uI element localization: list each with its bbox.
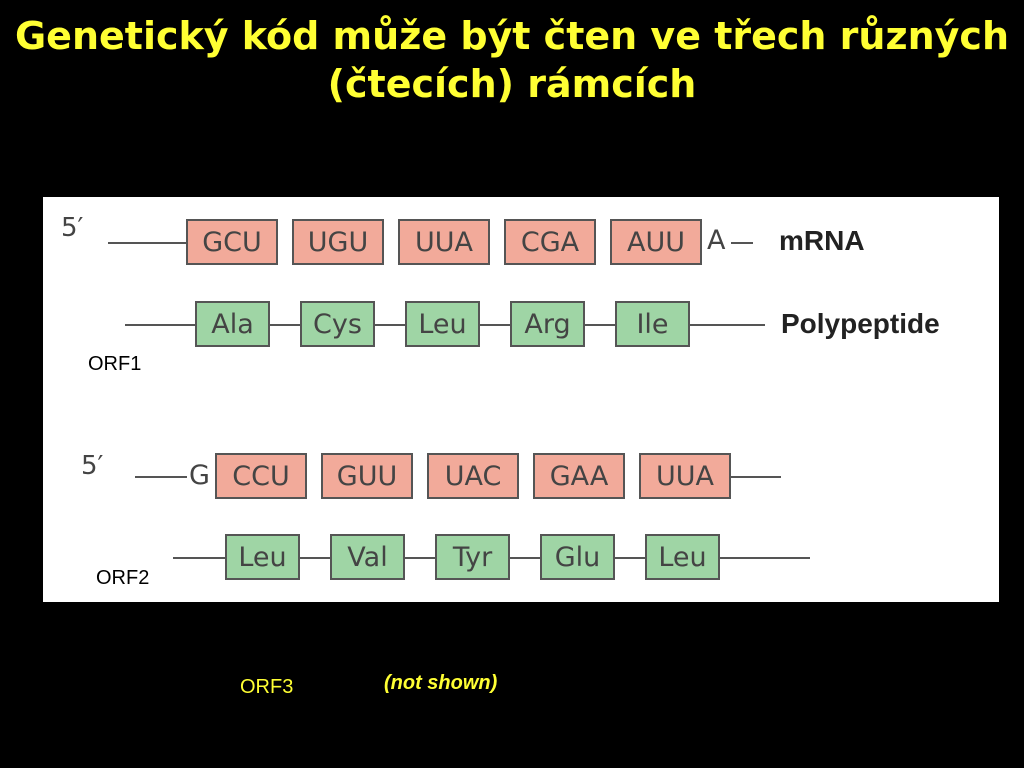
orf1-label: ORF1 — [88, 353, 142, 375]
codon-box: UGU — [292, 219, 384, 265]
mrna-tail-line — [731, 476, 781, 478]
not-shown-note: (not shown) — [384, 672, 498, 694]
amino-acid-box: Leu — [225, 534, 300, 580]
amino-acid-box: Ala — [195, 301, 270, 347]
codon-box: UAC — [427, 453, 519, 499]
amino-acid-box: Tyr — [435, 534, 510, 580]
mrna-backbone-line — [108, 242, 188, 244]
codon-box: CCU — [215, 453, 307, 499]
five-prime-label: 5′ — [61, 213, 84, 243]
leading-nucleotide: G — [189, 460, 210, 491]
mrna-backbone-line — [135, 476, 187, 478]
amino-acid-box: Leu — [405, 301, 480, 347]
codon-box: GAA — [533, 453, 625, 499]
amino-acid-box: Cys — [300, 301, 375, 347]
amino-acid-box: Ile — [615, 301, 690, 347]
codon-box: UUA — [398, 219, 490, 265]
codon-box: GUU — [321, 453, 413, 499]
amino-acid-box: Glu — [540, 534, 615, 580]
mrna-label: mRNA — [779, 225, 865, 256]
orf2-label: ORF2 — [96, 567, 150, 589]
slide-title: Genetický kód může být čten ve třech růz… — [14, 14, 1009, 106]
polypeptide-label: Polypeptide — [781, 308, 940, 339]
codon-box: AUU — [610, 219, 702, 265]
trailing-nucleotide: A — [707, 225, 726, 256]
orf3-label: ORF3 — [240, 676, 294, 698]
codon-box: UUA — [639, 453, 731, 499]
codon-box: CGA — [504, 219, 596, 265]
amino-acid-box: Leu — [645, 534, 720, 580]
mrna-tail-line — [731, 242, 753, 244]
amino-acid-box: Val — [330, 534, 405, 580]
codon-box: GCU — [186, 219, 278, 265]
five-prime-label: 5′ — [81, 451, 104, 481]
reading-frame-diagram: 5′ GCU UGU UUA CGA AUU A mRNA Ala Cys Le… — [43, 197, 999, 602]
amino-acid-box: Arg — [510, 301, 585, 347]
